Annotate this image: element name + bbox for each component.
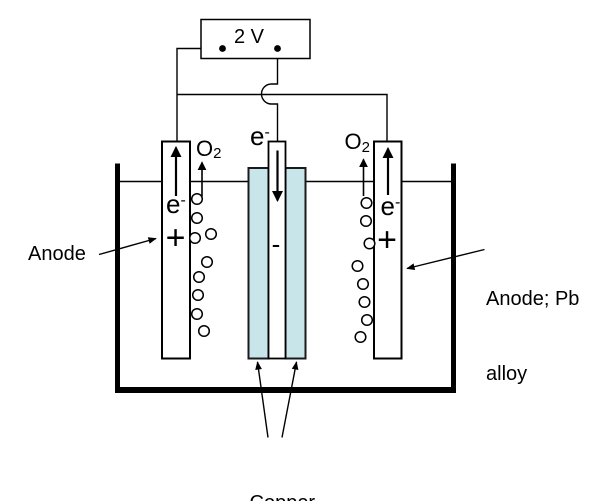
bubble [351, 259, 364, 273]
electron-superscript: - [394, 194, 401, 211]
oxygen-label-left: O2 [196, 135, 222, 163]
gas-subscript: 2 [213, 145, 222, 163]
circuit-wires [176, 47, 388, 142]
bubble [190, 211, 204, 225]
wire-right-anode [177, 93, 388, 142]
electron-superscript: - [180, 192, 186, 209]
bubble [363, 237, 376, 250]
electron-label-left-anode: e- [166, 191, 186, 217]
copper-plate-right [284, 167, 307, 360]
bubble [192, 270, 206, 284]
left-oxygen-bubbles [188, 192, 218, 338]
bubble [190, 307, 204, 321]
pb-alloy-callout-arrow [406, 248, 485, 270]
tank [115, 163, 456, 393]
pb-alloy-callout-label: Anode; Pb alloy [486, 237, 579, 437]
terminal-dot-right [274, 45, 281, 52]
electron-superscript: - [264, 124, 270, 141]
oxygen-label-right: O2 [344, 129, 370, 156]
gas-symbol: O [344, 129, 362, 154]
electron-label-right-anode: e- [381, 193, 401, 219]
copper-plate-callout-label: Copper plate [250, 441, 316, 501]
right-oxygen-bubbles [351, 196, 376, 344]
gas-subscript: 2 [361, 138, 370, 156]
electron-symbol: e [250, 121, 265, 151]
voltage-label: 2 V [234, 25, 265, 48]
power-supply-box [200, 18, 311, 60]
electron-symbol: e [166, 189, 181, 219]
bubble [359, 214, 373, 228]
bubble [191, 288, 205, 302]
bubble [356, 277, 370, 291]
pb-alloy-label-line2: alloy [486, 363, 528, 385]
gas-symbol: O [196, 135, 214, 161]
copper-plate-left [247, 167, 270, 360]
copper-plate-callout-arrow-left [255, 361, 269, 438]
plus-sign-left-anode: + [165, 219, 186, 257]
bubble [360, 196, 373, 210]
bubble [188, 231, 202, 245]
copper-plate-label-line1: Copper [250, 491, 316, 501]
terminal-dot-left [219, 45, 226, 52]
bubble [204, 227, 218, 241]
electron-label-cathode: e- [250, 123, 270, 149]
anode-callout-label: Anode [28, 242, 86, 265]
minus-sign-cathode: - [271, 228, 281, 259]
electron-symbol: e [380, 191, 395, 221]
pb-alloy-label-line1: Anode; Pb [486, 288, 580, 310]
bubble [358, 295, 371, 309]
plus-sign-right-anode: + [377, 221, 397, 259]
anode-callout-arrow [98, 237, 157, 256]
bubble [190, 192, 204, 206]
bubble [200, 255, 214, 269]
bubble [354, 330, 367, 344]
bubble [197, 324, 211, 338]
bubble [360, 313, 374, 327]
copper-plate-callout-arrow-right [281, 361, 299, 438]
